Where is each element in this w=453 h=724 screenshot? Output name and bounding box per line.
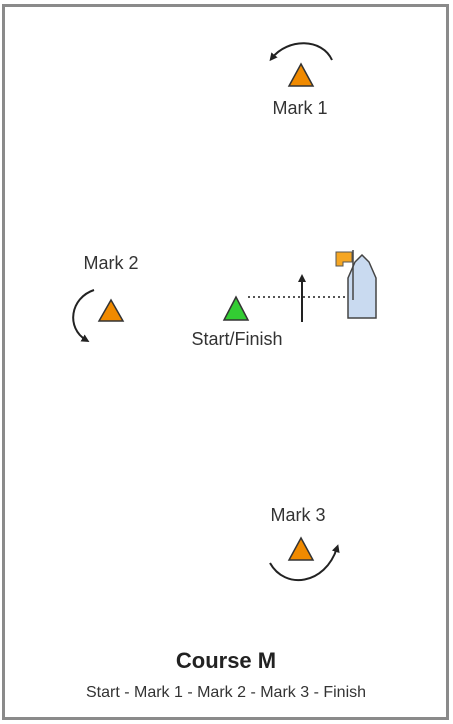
mark-2-buoy bbox=[97, 298, 125, 322]
flag bbox=[335, 251, 353, 267]
committee-boat bbox=[347, 253, 377, 319]
course-title: Course M bbox=[175, 648, 277, 673]
mark-1-label: Mark 1 bbox=[272, 98, 328, 118]
mark-3-label: Mark 3 bbox=[270, 505, 326, 525]
course-sequence: Start - Mark 1 - Mark 2 - Mark 3 - Finis… bbox=[85, 684, 367, 701]
mark-2-rounding-arrow bbox=[72, 289, 95, 343]
mark-2-label: Mark 2 bbox=[83, 253, 139, 273]
start-finish-label: Start/Finish bbox=[191, 329, 283, 349]
mark-3-rounding-arrow bbox=[269, 544, 340, 581]
mark-3-buoy bbox=[287, 536, 315, 561]
diagram-frame bbox=[2, 4, 449, 720]
mark-1-buoy bbox=[287, 62, 315, 87]
start-finish-mark bbox=[222, 295, 250, 321]
mark-1-rounding-arrow bbox=[269, 42, 333, 62]
